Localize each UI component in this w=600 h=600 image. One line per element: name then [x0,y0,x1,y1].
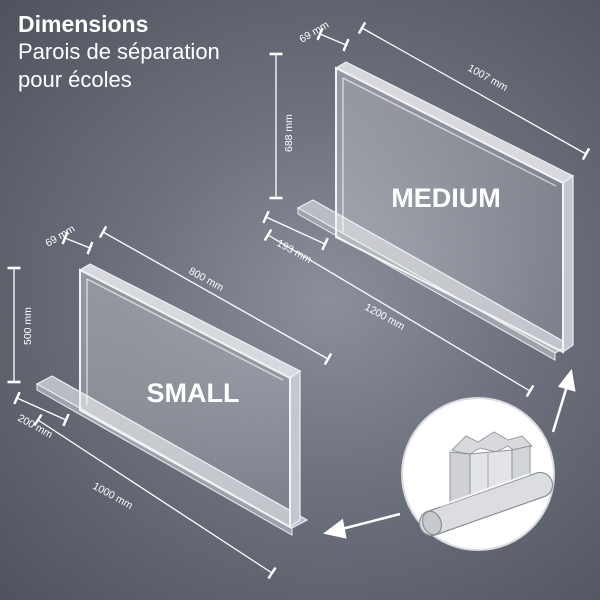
small-base-line [33,413,277,580]
subtitle-line-1: Parois de séparation [18,39,220,64]
small-depth-label: 69 mm [43,223,77,250]
page-title: Dimensions [18,11,149,37]
medium-label: MEDIUM [391,183,501,213]
small-label: SMALL [147,378,240,408]
small-depth-line [61,231,94,255]
small-width-line [98,225,333,366]
medium-depth-label: 69 mm [297,19,331,46]
foot-detail-callout [401,397,555,551]
arrow-to-small [337,512,401,532]
small-base-label: 1000 mm [91,480,135,512]
small-height-label: 500 mm [22,307,34,345]
small-foot-label: 200 mm [16,412,55,441]
subtitle-line-2: pour écoles [18,67,132,92]
medium-height-label: 688 mm [283,114,295,152]
medium-width-label: 1007 mm [466,62,510,94]
arrow-head-medium [557,369,576,392]
medium-base-label: 1200 mm [363,301,407,333]
arrow-head-small [323,518,347,539]
medium-foot-label: 193 mm [275,237,314,266]
medium-width-line [357,21,591,161]
medium-depth-line [316,27,350,52]
arrow-to-medium [551,385,569,433]
title-block: Dimensions Parois de séparation pour éco… [18,10,220,94]
